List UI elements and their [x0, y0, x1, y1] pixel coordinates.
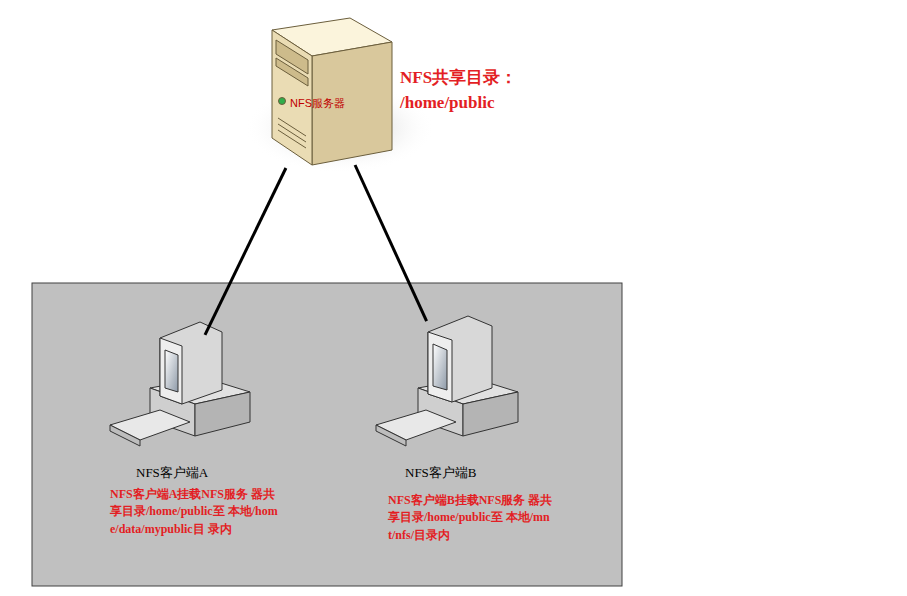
server-icon [272, 18, 392, 165]
server-label: NFS服务器 [290, 96, 345, 111]
network-link [355, 165, 427, 321]
client-node: NFS客户端B NFS客户端B挂载NFS服务 器共享目录/home/public至… [378, 314, 558, 556]
client-region [32, 283, 622, 586]
server-node: NFS服务器NFS共享目录： /home/public [268, 18, 396, 170]
client-label: NFS客户端B [405, 464, 477, 482]
client-label: NFS客户端A [136, 464, 208, 482]
mount-note: NFS客户端B挂载NFS服务 器共享目录/home/public至 本地/mnt… [388, 492, 556, 544]
computer-icon [110, 322, 250, 446]
computer-icon [376, 316, 518, 446]
mount-note: NFS客户端A挂载NFS服务 器共享目录/home/public至 本地/hom… [110, 486, 282, 538]
share-directory-note: NFS共享目录： /home/public [400, 66, 540, 115]
client-node: NFS客户端A NFS客户端A挂载NFS服务 器共享目录/home/public至… [106, 318, 286, 560]
network-link [205, 168, 286, 335]
